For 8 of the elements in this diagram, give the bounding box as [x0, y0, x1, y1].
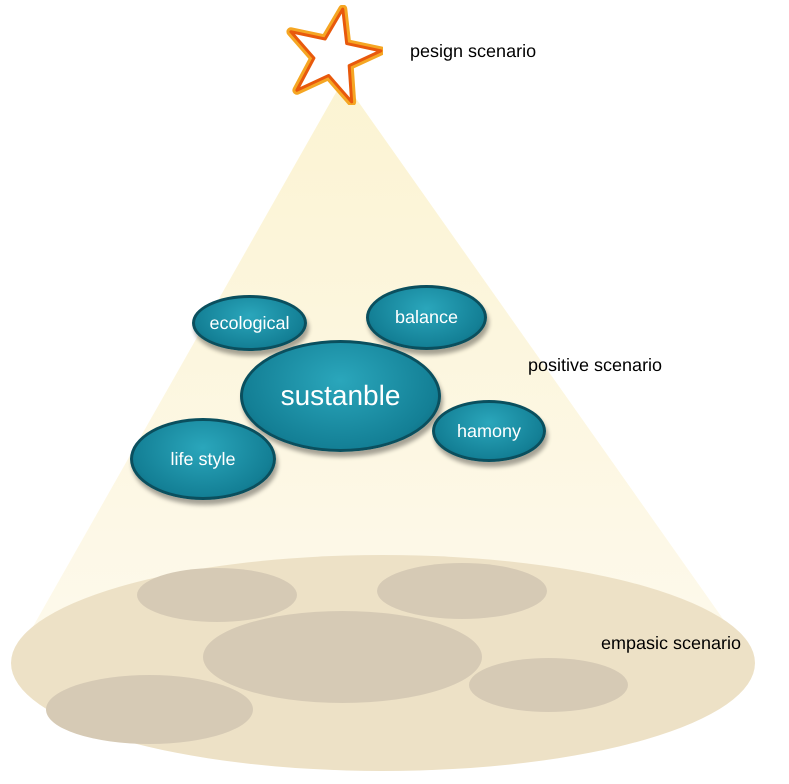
node-label: hamony: [456, 420, 522, 443]
scenario-label: pesign scenario: [410, 40, 536, 63]
node-label: ecological: [209, 312, 290, 335]
scenario-label: empasic scenario: [601, 632, 742, 655]
node-label: sustanble: [280, 379, 400, 413]
node-label: life style: [170, 448, 236, 471]
scenario-label: positive scenario: [528, 354, 662, 377]
node-label: balance: [394, 306, 458, 329]
